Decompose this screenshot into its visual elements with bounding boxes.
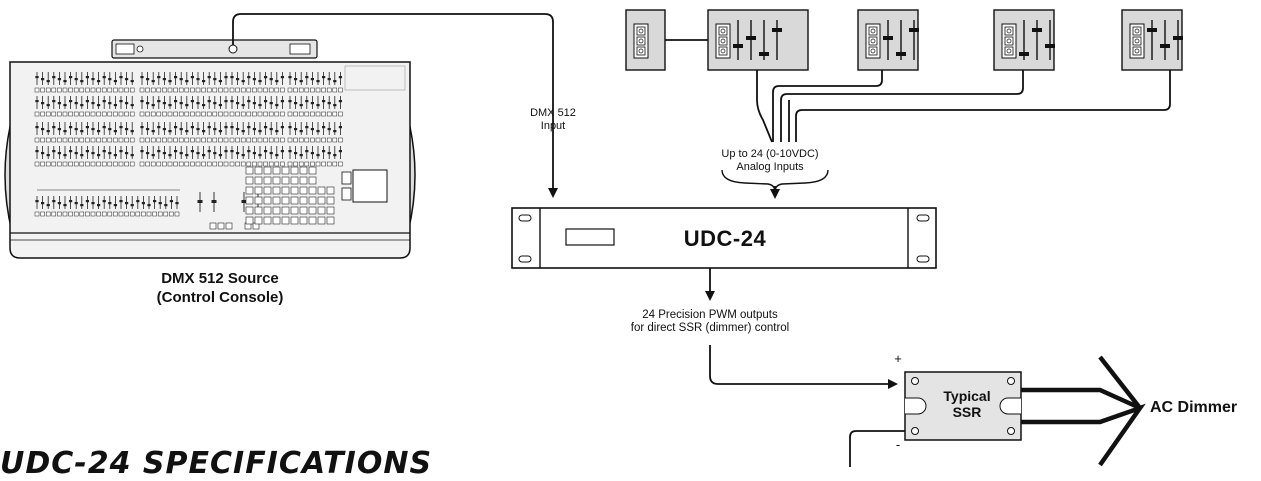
analog-inputs-label: Up to 24 (0-10VDC) (721, 148, 819, 160)
console-top-rack (111, 39, 318, 59)
analog-inputs-label-2: Analog Inputs (736, 161, 804, 173)
udc24-unit (511, 207, 937, 269)
panel-slider (1045, 20, 1055, 60)
ssr-label: Typical (943, 388, 991, 404)
panel-slider (1032, 20, 1042, 60)
panel-slider (1019, 20, 1029, 60)
source-subtitle: (Control Console) (156, 289, 284, 306)
specifications-heading: UDC-24 SPECIFICATIONS (0, 446, 433, 481)
slider-panel (625, 9, 666, 71)
diagram: DMX 512 Source (Control Console) DMX 512… (0, 9, 1238, 481)
ssr-negative-wire (849, 430, 905, 467)
wiring-diagram (4, 9, 1183, 467)
dmx-input-label-2: Input (540, 120, 566, 132)
pwm-outputs-label-2: for direct SSR (dimmer) control (630, 322, 790, 334)
udc24-display (565, 228, 615, 246)
slider-panel (1121, 9, 1183, 71)
slider-panel (993, 9, 1055, 71)
plus-sign: + (894, 351, 902, 366)
analog-wire-1 (756, 70, 773, 143)
panel-slider (883, 20, 893, 60)
pwm-outputs-label: 24 Precision PWM outputs (642, 309, 778, 321)
ssr-label-2: SSR (952, 404, 982, 420)
analog-wire-3 (780, 70, 1024, 142)
panel-slider (896, 20, 906, 60)
ssr-block (904, 371, 1022, 441)
analog-wire-4 (795, 70, 1171, 142)
analog-slider-panels (625, 9, 1183, 71)
control-console (4, 39, 416, 259)
panel-slider (909, 20, 919, 60)
console-screen (352, 169, 388, 203)
slider-panel (707, 9, 809, 71)
panel-slider (1147, 20, 1157, 60)
ac-dimmer-leads (1021, 355, 1146, 467)
wires (232, 13, 1171, 467)
panel-slider (759, 20, 769, 60)
minus-sign: - (895, 437, 901, 452)
udc24-name: UDC-24 (683, 226, 767, 251)
ac-dimmer-label: AC Dimmer (1150, 399, 1238, 416)
source-title: DMX 512 Source (161, 270, 279, 287)
slider-panel (857, 9, 919, 71)
panel-slider (733, 20, 743, 60)
analog-wire-2 (772, 70, 883, 142)
panel-slider (746, 20, 756, 60)
panel-slider (772, 20, 782, 60)
dmx-input-label: DMX 512 (530, 107, 576, 119)
console-controls (34, 72, 343, 230)
pwm-to-ssr-wire (709, 345, 898, 389)
panel-slider (1173, 20, 1183, 60)
dmx-cable (232, 13, 558, 198)
panel-slider (1160, 20, 1170, 60)
